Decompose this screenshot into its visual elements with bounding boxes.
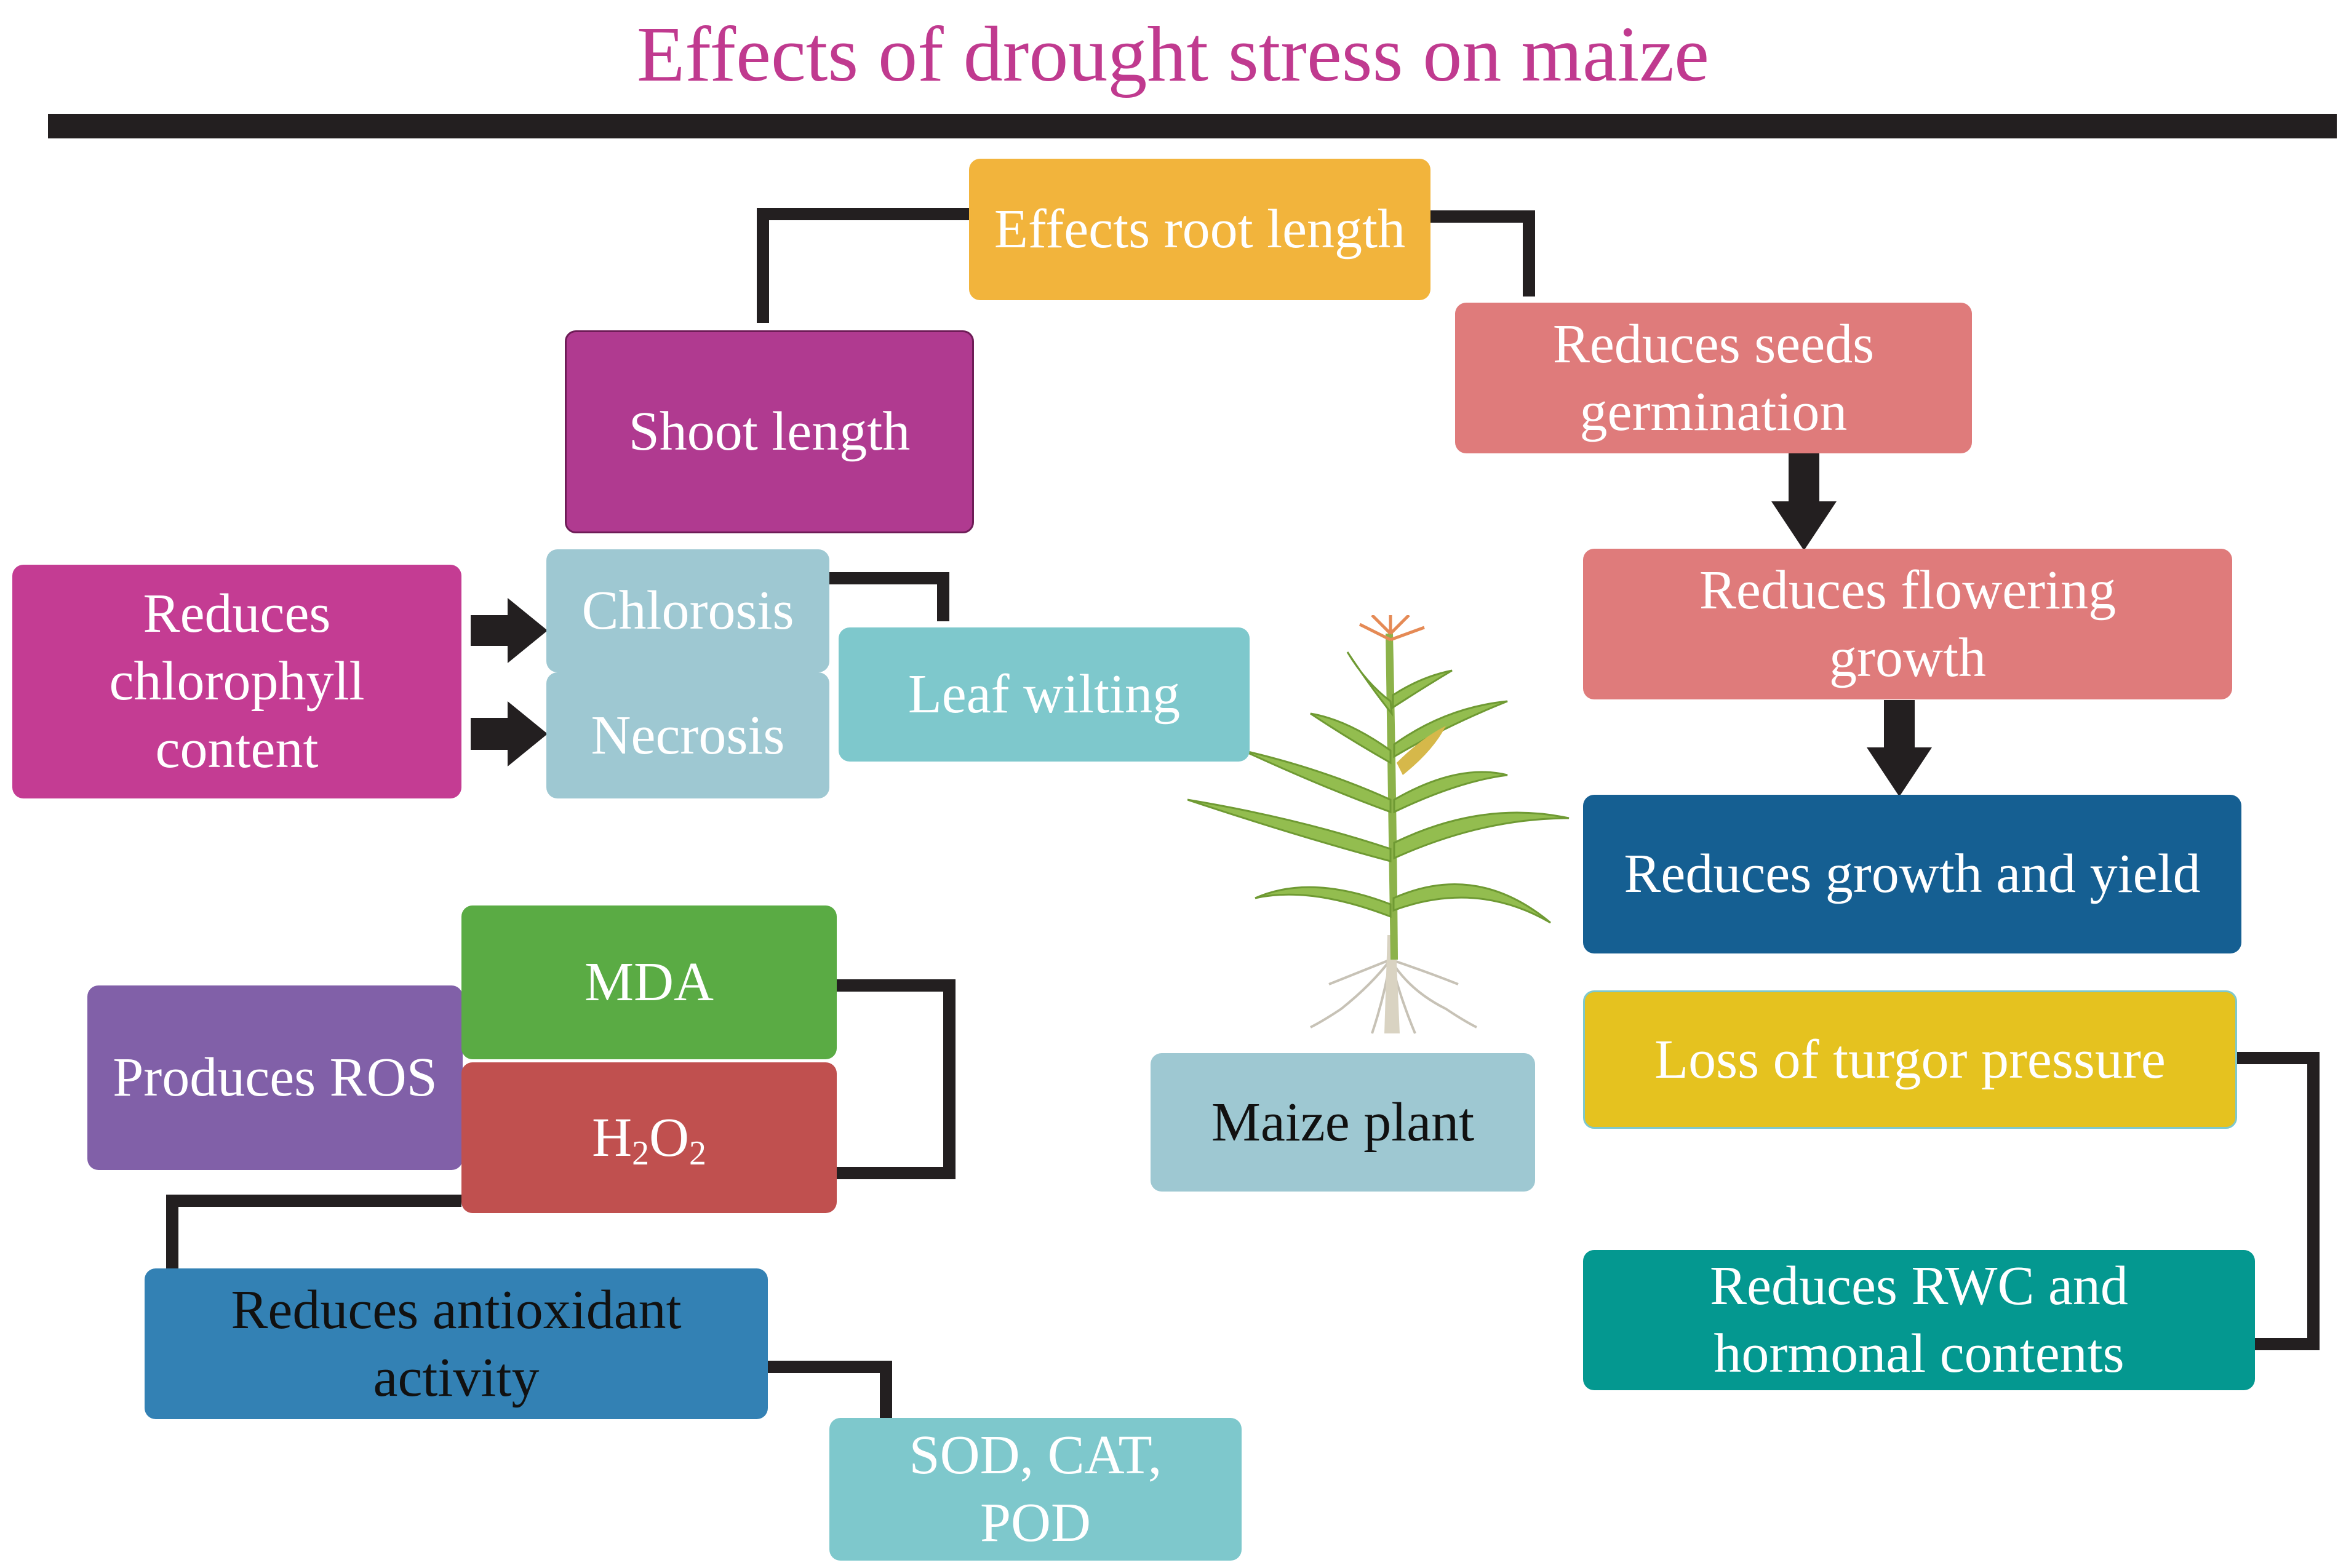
effects-root-length-box: Effects root length — [969, 159, 1430, 300]
mda-box: MDA — [461, 905, 837, 1059]
growth-yield-label: Reduces growth and yield — [1624, 843, 2201, 904]
connector-root-shoot — [757, 208, 969, 323]
connector-h2o2-antioxidant — [166, 1195, 461, 1268]
reduces-flowering-growth-box: Reduces flowering growth — [1583, 549, 2232, 699]
maize-plant-icon — [1187, 615, 1570, 1034]
mda-label: MDA — [584, 952, 714, 1013]
connector-turgor-rwc — [2237, 1052, 2320, 1350]
reduces-seeds-germination-box: Reduces seeds germination — [1455, 303, 1972, 453]
produces-ros-label: Produces ROS — [113, 1047, 437, 1108]
connector-antioxidant-enzymes — [768, 1361, 892, 1418]
connector-mda-h2o2 — [837, 979, 956, 1179]
title-divider — [48, 114, 2337, 138]
enzymes-line-1: SOD, CAT, — [909, 1425, 1162, 1486]
page-title: Effects of drought stress on maize — [637, 10, 1709, 98]
chlorosis-box: Chlorosis — [546, 549, 829, 672]
h2o2-sub-2: 2 — [689, 1134, 706, 1172]
chlorophyll-line-3: content — [155, 718, 319, 779]
necrosis-label: Necrosis — [591, 704, 785, 766]
effects-root-length-label: Effects root length — [994, 199, 1406, 260]
shoot-length-label: Shoot length — [628, 401, 911, 462]
rwc-line-1: Reduces RWC and — [1710, 1256, 2128, 1316]
antioxidant-line-1: Reduces antioxidant — [231, 1279, 682, 1340]
connector-chlorosis-wilting — [828, 572, 949, 621]
h2o2-h: H — [592, 1107, 632, 1168]
shoot-length-box: Shoot length — [565, 330, 974, 533]
reduces-antioxidant-activity-box: Reduces antioxidant activity — [145, 1268, 768, 1419]
flowering-growth-line-1: Reduces flowering — [1699, 559, 2117, 621]
leaf-wilting-box: Leaf wilting — [839, 627, 1250, 762]
reduces-growth-yield-box: Reduces growth and yield — [1583, 795, 2241, 953]
chlorophyll-line-2: chlorophyll — [109, 651, 365, 712]
h2o2-box: H2O2 — [461, 1062, 837, 1213]
rwc-line-2: hormonal contents — [1714, 1323, 2125, 1384]
turgor-label: Loss of turgor pressure — [1654, 1029, 2166, 1090]
seeds-germination-line-1: Reduces seeds — [1552, 313, 1875, 375]
seeds-germination-line-2: germination — [1579, 381, 1848, 442]
sod-cat-pod-box: SOD, CAT, POD — [829, 1418, 1242, 1561]
antioxidant-line-2: activity — [373, 1347, 540, 1408]
h2o2-label: H2O2 — [592, 1104, 706, 1172]
necrosis-box: Necrosis — [546, 672, 829, 798]
arrow-down-icon — [1771, 452, 1837, 551]
leaf-wilting-label: Leaf wilting — [908, 664, 1181, 725]
chlorophyll-line-1: Reduces — [143, 583, 331, 644]
chlorosis-label: Chlorosis — [581, 580, 794, 641]
arrow-right-icon — [471, 598, 548, 663]
enzymes-line-2: POD — [979, 1492, 1091, 1553]
reduces-rwc-hormonal-box: Reduces RWC and hormonal contents — [1583, 1250, 2255, 1390]
maize-plant-label: Maize plant — [1211, 1091, 1475, 1153]
flowering-growth-line-2: growth — [1829, 627, 1986, 688]
produces-ros-box: Produces ROS — [87, 985, 463, 1170]
h2o2-sub-1: 2 — [632, 1134, 649, 1172]
arrow-down-icon — [1867, 700, 1932, 797]
connector-root-seeds — [1430, 210, 1535, 296]
arrow-right-icon — [471, 701, 548, 766]
loss-of-turgor-pressure-box: Loss of turgor pressure — [1583, 990, 2237, 1129]
reduces-chlorophyll-content-box: Reduces chlorophyll content — [12, 565, 461, 798]
maize-plant-box: Maize plant — [1151, 1053, 1535, 1192]
h2o2-o: O — [649, 1107, 689, 1168]
